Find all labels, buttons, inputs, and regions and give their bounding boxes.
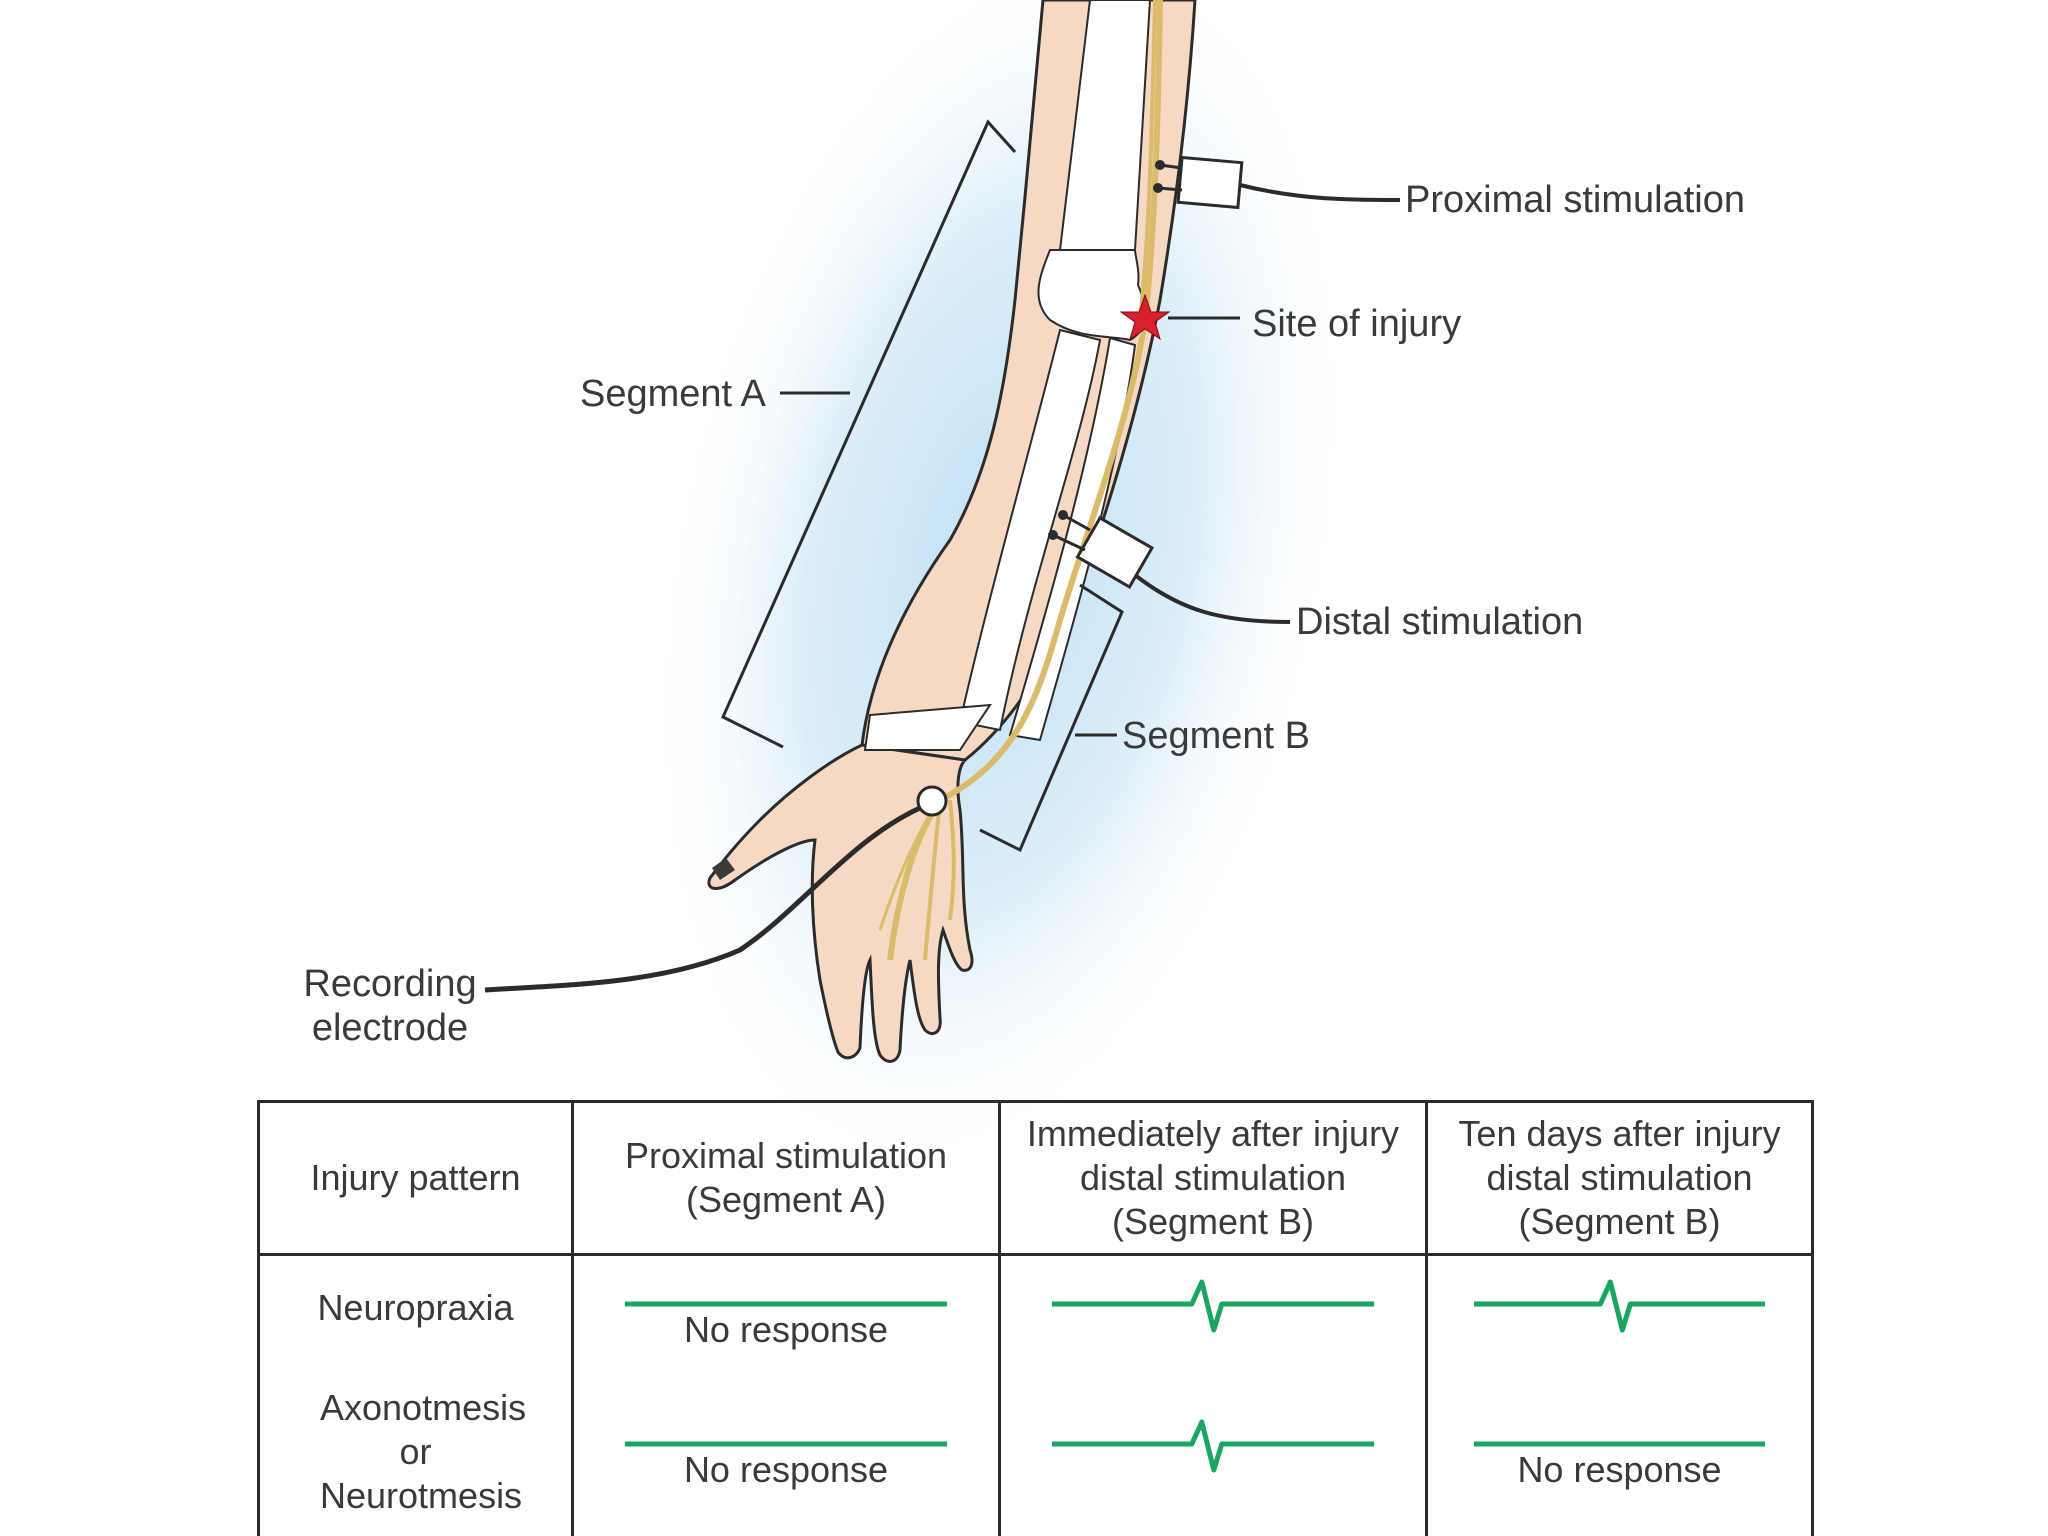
label-segment-a: Segment A: [580, 373, 766, 415]
label-segment-b: Segment B: [1122, 715, 1310, 757]
table-header-row: Injury pattern Proximal stimulation (Seg…: [257, 1100, 1814, 1256]
elbow-joint: [1037, 249, 1146, 342]
pattern-cell: Neuropraxia Axonotmesis or Neurotmesis: [257, 1253, 574, 1536]
flat-trace: [624, 1441, 948, 1447]
pattern-label-neuropraxia: Neuropraxia: [317, 1287, 514, 1328]
ten-days-cell: No response: [1425, 1253, 1814, 1536]
no-response-label: No response: [1517, 1449, 1722, 1490]
header-proximal: Proximal stimulation (Segment A): [571, 1100, 1001, 1256]
recording-electrode-disc: [916, 785, 948, 817]
distal-wire-a: [1062, 513, 1091, 532]
proximal-stimulator: [1176, 155, 1244, 210]
segment-b-bracket: [979, 583, 1124, 853]
proximal-lead: [1239, 183, 1401, 202]
no-response-label: No response: [683, 1309, 889, 1350]
proximal-cell: No response No response: [571, 1253, 1001, 1536]
spike-trace: [1473, 1279, 1766, 1333]
injury-star: [1119, 293, 1171, 341]
proximal-wire-a: [1159, 163, 1183, 170]
immediate-cell: [998, 1253, 1428, 1536]
wrist-bones: [863, 703, 992, 751]
nerve-branch-1: [1138, 0, 1157, 321]
trace-line: [1473, 1279, 1766, 1333]
no-response-label: No response: [683, 1449, 889, 1490]
label-distal-stimulation: Distal stimulation: [1296, 601, 1584, 643]
spike-trace: [1051, 1419, 1375, 1473]
spike-trace: [1051, 1279, 1375, 1333]
distal-lead: [1133, 573, 1291, 624]
nerve-branch-2: [923, 799, 942, 961]
header-ten-days: Ten days after injury distal stimulation…: [1425, 1100, 1814, 1256]
header-immediate: Immediately after injury distal stimulat…: [998, 1100, 1428, 1256]
recording-lead: [484, 805, 922, 993]
table-body-row: Neuropraxia Axonotmesis or Neurotmesis N…: [257, 1253, 1814, 1536]
trace-line: [1051, 1419, 1375, 1473]
label-proximal-stimulation: Proximal stimulation: [1405, 179, 1745, 221]
flat-trace: [624, 1301, 948, 1307]
median-nerve: [887, 0, 1163, 961]
results-table: Injury pattern Proximal stimulation (Seg…: [257, 1100, 1814, 1536]
segment-a-bracket: [721, 119, 1017, 749]
distal-stimulator: [1075, 515, 1155, 589]
proximal-wire-b: [1157, 186, 1183, 192]
radius-bone: [958, 328, 1102, 732]
nerve-branch-4: [878, 804, 937, 931]
nerve-branch-3: [948, 799, 956, 921]
pattern-label-axonotmesis: Axonotmesis or Neurotmesis: [320, 1387, 527, 1516]
distal-wire-b: [1052, 533, 1086, 552]
thumbnail: [712, 858, 735, 880]
trace-line: [1051, 1279, 1375, 1333]
label-recording-electrode: Recording electrode: [303, 963, 477, 1049]
header-injury-pattern: Injury pattern: [257, 1100, 574, 1256]
flat-trace: [1473, 1441, 1766, 1447]
label-site-of-injury: Site of injury: [1252, 303, 1462, 345]
hand: [707, 743, 974, 1063]
